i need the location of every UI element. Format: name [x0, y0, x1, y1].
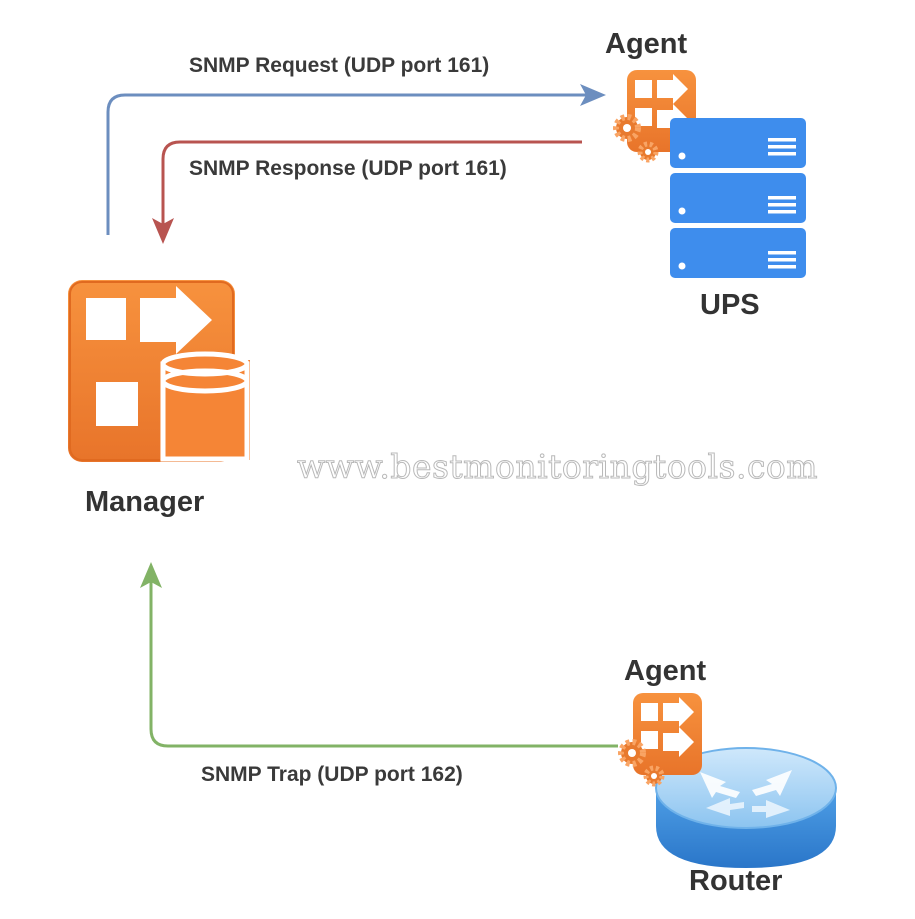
request-label: SNMP Request (UDP port 161): [189, 54, 490, 77]
request-edge: [106, 84, 606, 235]
router-label: Router: [689, 865, 783, 897]
server-rack-icon: [670, 118, 806, 278]
manager-label: Manager: [85, 486, 205, 518]
agent-icon: [618, 693, 702, 787]
response-edge: [152, 140, 582, 244]
trap-edge: [140, 562, 618, 748]
trap-label: SNMP Trap (UDP port 162): [201, 763, 463, 786]
response-label: SNMP Response (UDP port 161): [189, 157, 507, 180]
gear-icon: [613, 114, 659, 163]
manager-database-icon: [68, 280, 250, 462]
agent-ups-label: Agent: [605, 28, 688, 60]
gear-icon: [618, 739, 665, 787]
watermark: www.bestmonitoringtools.com: [296, 447, 819, 487]
agent-router-label: Agent: [624, 655, 707, 687]
ups-label: UPS: [700, 289, 760, 321]
